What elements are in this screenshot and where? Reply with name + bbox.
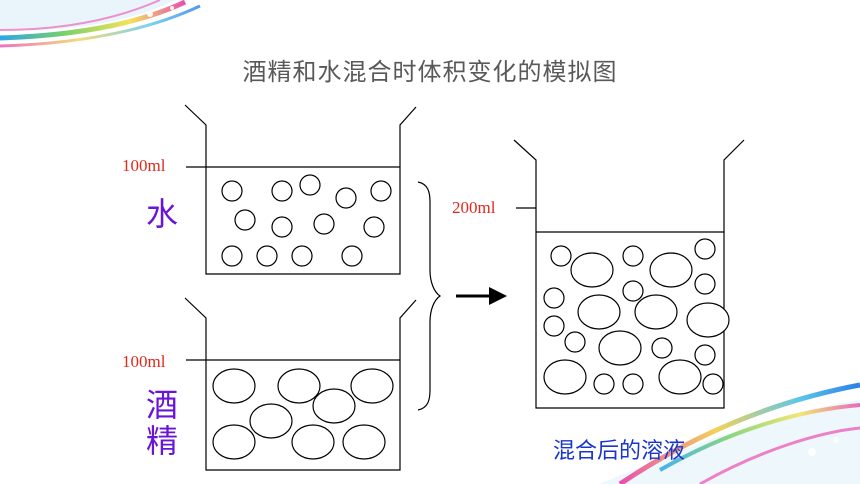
water-label: 水 bbox=[146, 195, 179, 233]
alcohol-volume-label: 100ml bbox=[122, 352, 166, 371]
combine-brace bbox=[417, 181, 442, 411]
alcohol-label-line1: 酒 bbox=[146, 386, 179, 424]
bottom-right-decoration bbox=[600, 382, 860, 484]
slide-title: 酒精和水混合时体积变化的模拟图 bbox=[242, 58, 618, 86]
mixed-solution-label: 混合后的溶液 bbox=[553, 439, 686, 464]
water-volume-label: 100ml bbox=[122, 156, 166, 175]
mixed-volume-label: 200ml bbox=[452, 198, 496, 217]
water-beaker bbox=[184, 104, 417, 275]
alcohol-label-line2: 精 bbox=[146, 422, 179, 460]
alcohol-molecules bbox=[212, 368, 394, 460]
top-left-decoration bbox=[0, 0, 201, 48]
mixed-beaker bbox=[513, 139, 745, 409]
mixed-molecules bbox=[543, 238, 730, 395]
alcohol-beaker bbox=[184, 297, 417, 471]
water-molecules bbox=[221, 174, 392, 267]
